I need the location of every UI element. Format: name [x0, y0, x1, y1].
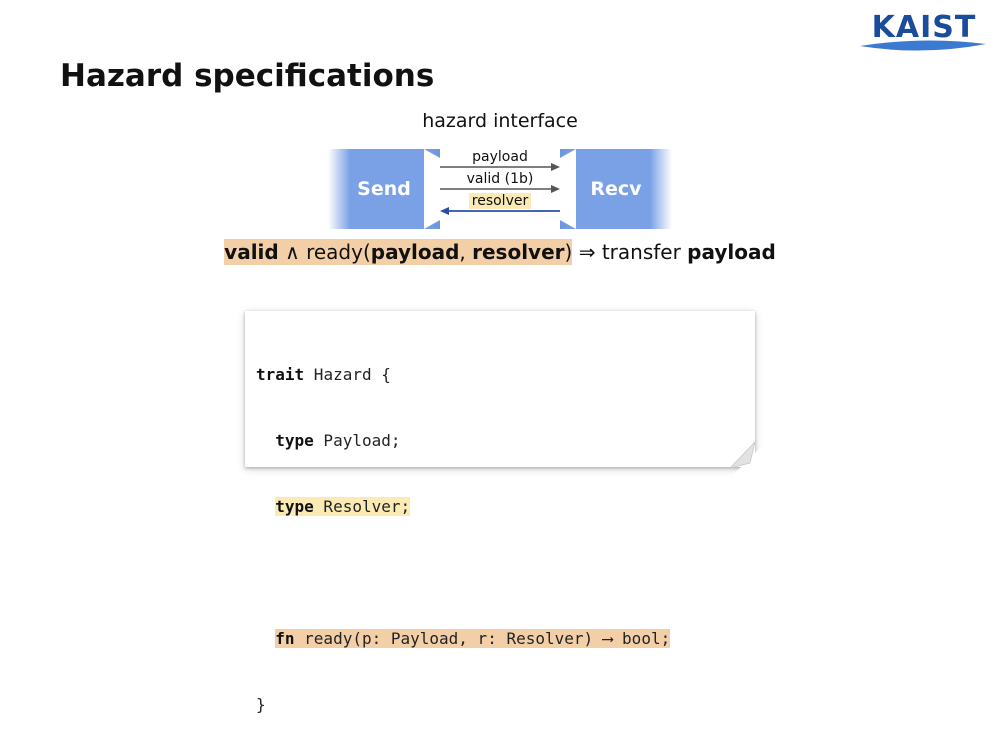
- slide-title: Hazard specifications: [60, 58, 435, 94]
- kaist-logo-text: KAIST: [871, 10, 977, 45]
- payload-arrow: [440, 163, 560, 171]
- valid-arrow: [440, 185, 560, 193]
- recv-box-label: Recv: [590, 178, 642, 200]
- send-box-notch: [424, 149, 440, 229]
- code-line-fn-ready: fn ready(p: Payload, r: Resolver) ⟶ bool…: [275, 629, 671, 648]
- code-line-close: }: [256, 695, 266, 714]
- kaist-logo: KAIST: [858, 10, 988, 54]
- page-curl-icon: [728, 440, 756, 469]
- signal-label-valid: valid (1b): [466, 171, 534, 187]
- signal-arrows: [424, 149, 576, 229]
- code-line-type-resolver: type Resolver;: [275, 497, 411, 516]
- signal-label-resolver: resolver: [440, 192, 560, 210]
- signal-label-payload: payload: [472, 149, 528, 165]
- send-box: Send: [328, 149, 440, 229]
- transfer-formula: valid ∧ ready(payload, resolver) ⇒ trans…: [224, 239, 776, 265]
- formula-highlight: valid ∧ ready(payload, resolver): [224, 239, 573, 265]
- recv-box: Recv: [560, 149, 672, 229]
- recv-box-notch: [560, 149, 576, 229]
- code-block: trait Hazard { type Payload; type Resolv…: [256, 320, 671, 738]
- code-card: [245, 311, 755, 467]
- code-line-type-payload: type Payload;: [275, 431, 401, 450]
- code-line-trait: trait Hazard {: [256, 365, 391, 384]
- resolver-arrow: [440, 207, 560, 215]
- diagram-title: hazard interface: [422, 110, 578, 132]
- code-line-blank: [256, 562, 670, 584]
- logo-swoosh-icon: [860, 40, 986, 51]
- send-box-label: Send: [357, 178, 411, 200]
